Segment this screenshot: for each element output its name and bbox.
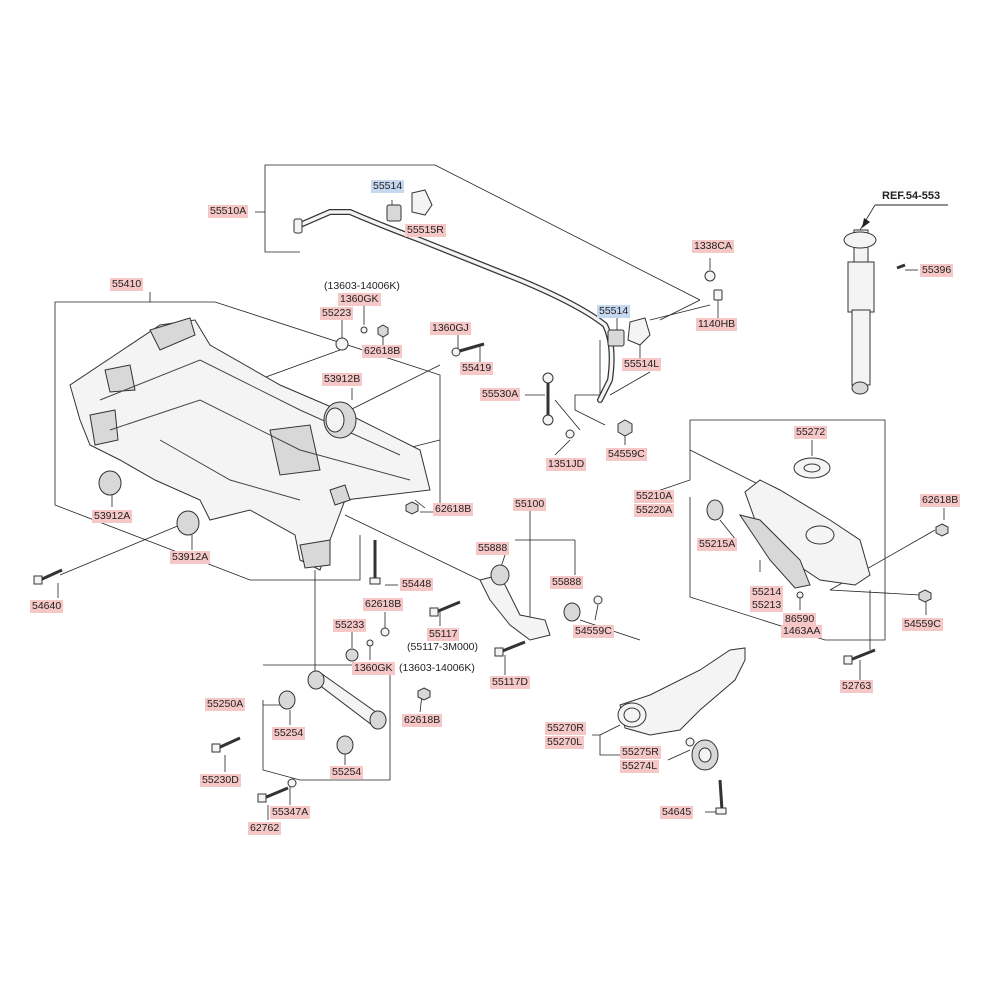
label-52763: 52763	[840, 680, 874, 693]
bolts	[33, 263, 906, 815]
label-55514-lower: 55514	[597, 305, 631, 318]
label-55347A: 55347A	[270, 806, 311, 819]
label-55410: 55410	[110, 278, 144, 291]
label-54559C-arm: 54559C	[573, 625, 614, 638]
label-54645: 54645	[660, 806, 694, 819]
label-1463AA: 1463AA	[781, 625, 823, 638]
label-55100: 55100	[513, 498, 547, 511]
label-1360GK-lower: 1360GK	[352, 662, 395, 675]
label-55270L: 55270L	[545, 736, 585, 749]
label-62618B-top: 62618B	[362, 345, 403, 358]
trailing-arm	[617, 647, 746, 771]
link-55250A	[278, 639, 431, 755]
shock-absorber	[843, 229, 877, 395]
label-62618B-crossmember: 62618B	[433, 503, 474, 516]
label-62762: 62762	[248, 822, 282, 835]
label-55233: 55233	[333, 619, 367, 632]
label-55419: 55419	[460, 362, 494, 375]
label-55510A: 55510A	[208, 205, 249, 218]
label-54640: 54640	[30, 600, 64, 613]
label-55888-left: 55888	[476, 542, 510, 555]
label-55275R: 55275R	[620, 746, 661, 759]
label-86590: 86590	[783, 613, 817, 626]
label-62618B-link: 62618B	[402, 714, 443, 727]
label-1338CA: 1338CA	[692, 240, 734, 253]
label-55396: 55396	[920, 264, 954, 277]
label-62618B-mid: 62618B	[363, 598, 404, 611]
stabilizer-link	[542, 372, 633, 439]
label-55514-upper: 55514	[371, 180, 405, 193]
label-55250A: 55250A	[205, 698, 246, 711]
label-55270R: 55270R	[545, 722, 586, 735]
label-55215A: 55215A	[697, 538, 738, 551]
label-ref-54-553: REF.54-553	[882, 190, 941, 202]
label-1360GK-upper: 1360GK	[338, 293, 381, 306]
label-1351JD: 1351JD	[546, 458, 587, 471]
label-55223: 55223	[320, 307, 354, 320]
label-13603-upper: (13603-14006K)	[324, 280, 400, 292]
label-55214: 55214	[750, 586, 784, 599]
label-53912A-left: 53912A	[92, 510, 133, 523]
label-55272: 55272	[794, 426, 828, 439]
label-13603-lower: (13603-14006K)	[399, 662, 475, 674]
label-55515R: 55515R	[405, 224, 446, 237]
label-55888-right: 55888	[550, 576, 584, 589]
upper-arm-55100	[380, 564, 603, 641]
label-55254-right: 55254	[330, 766, 364, 779]
lower-arm-assembly	[706, 457, 949, 603]
ref-arrow	[862, 204, 948, 228]
label-55514L: 55514L	[622, 358, 662, 371]
label-55117D: 55117D	[490, 676, 531, 689]
label-54559C-right: 54559C	[902, 618, 943, 631]
stabilizer-group-outline	[255, 164, 701, 426]
lower-arm-group-outline	[639, 419, 886, 641]
label-55213: 55213	[750, 599, 784, 612]
label-55117-3M000: (55117-3M000)	[407, 641, 479, 653]
label-55448: 55448	[400, 578, 434, 591]
label-53912A-center: 53912A	[170, 551, 211, 564]
label-62618B-right: 62618B	[920, 494, 961, 507]
label-1360GJ: 1360GJ	[430, 322, 471, 335]
label-55220A: 55220A	[634, 504, 675, 517]
label-55254-left: 55254	[272, 727, 306, 740]
label-1140HB: 1140HB	[696, 318, 738, 331]
crossmember-assembly	[69, 317, 431, 571]
label-53912B: 53912B	[322, 373, 363, 386]
label-55117: 55117	[427, 628, 460, 641]
label-55530A: 55530A	[480, 388, 521, 401]
label-55210A: 55210A	[634, 490, 675, 503]
label-55230D: 55230D	[200, 774, 241, 787]
stabilizer-bar	[293, 189, 723, 403]
label-54559C-top: 54559C	[606, 448, 647, 461]
label-55274L: 55274L	[620, 760, 660, 773]
